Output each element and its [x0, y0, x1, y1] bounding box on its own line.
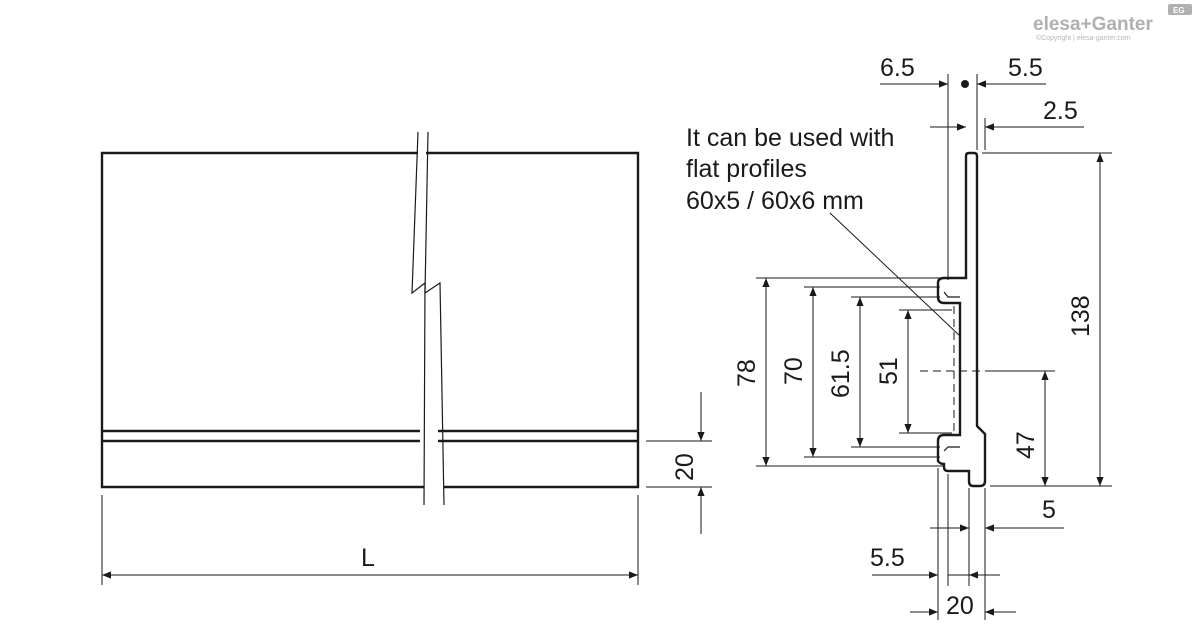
side-profile: It can be used with flat profiles 60x5 /…	[686, 54, 1112, 620]
reference-dot	[961, 80, 969, 88]
dim-51-label: 51	[875, 357, 903, 385]
dim-20-label: 20	[671, 453, 699, 481]
front-outline-left	[100, 151, 424, 489]
dim-L-label: L	[361, 544, 375, 572]
dim-5.5-top-label: 5.5	[1008, 54, 1043, 82]
logo-badge	[1168, 4, 1192, 15]
note-line-1: It can be used with	[686, 124, 894, 152]
dim-61.5-label: 61.5	[827, 349, 855, 398]
logo-text: elesa+Ganter	[1033, 14, 1153, 35]
logo-badge-text: EG	[1173, 6, 1185, 15]
dim-5-label: 5	[1042, 496, 1056, 524]
break-line-right	[424, 131, 445, 506]
dim-138-label: 138	[1067, 295, 1095, 337]
dim-47-label: 47	[1012, 431, 1040, 459]
dim-6.5-label: 6.5	[880, 54, 915, 82]
brand-logo: elesa+Ganter EG ©Copyright | elesa-gante…	[1033, 4, 1192, 42]
note-line-2: flat profiles	[686, 155, 807, 183]
front-view: L 20	[100, 131, 712, 585]
note-leader-line	[829, 212, 961, 337]
profile-inner-top	[943, 291, 960, 298]
dim-78-label: 78	[733, 359, 761, 387]
note-line-3: 60x5 / 60x6 mm	[686, 187, 864, 215]
dim-5.5-bottom-label: 5.5	[870, 544, 905, 572]
dim-20-bottom-label: 20	[946, 592, 974, 620]
dim-2.5-label: 2.5	[1043, 97, 1078, 125]
profile-inner-bottom	[943, 446, 960, 452]
profile-outline	[936, 151, 987, 488]
dim-70-label: 70	[780, 357, 808, 385]
front-outline-right	[426, 151, 640, 489]
copyright-text: ©Copyright | elesa-ganter.com	[1036, 34, 1131, 42]
break-line-left	[411, 131, 426, 506]
